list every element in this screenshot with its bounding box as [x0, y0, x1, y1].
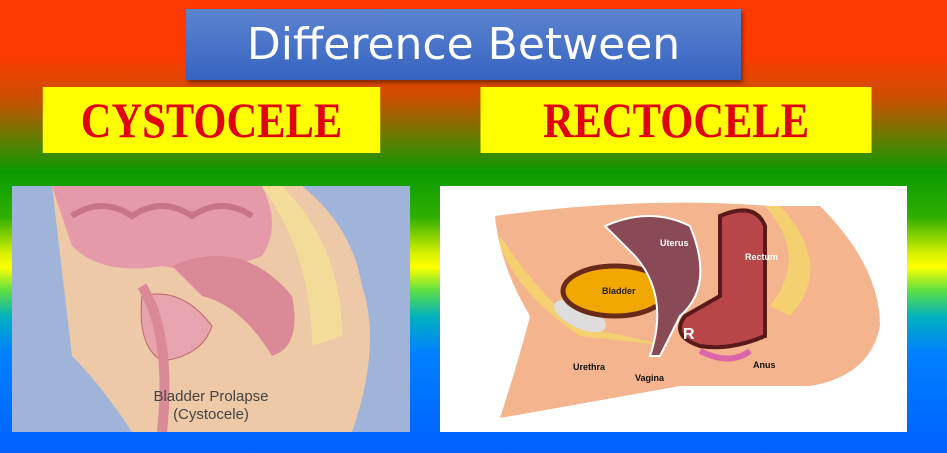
label-bladder: Bladder: [602, 286, 636, 296]
label-r: R: [683, 326, 695, 343]
label-rectum: Rectum: [745, 252, 779, 262]
cystocele-caption-line2: (Cystocele): [173, 406, 249, 423]
rectocele-anatomy-image: [495, 202, 880, 418]
label-anus: Anus: [753, 360, 776, 370]
label-uterus: Uterus: [660, 238, 689, 248]
title-banner: Difference Between: [186, 9, 741, 80]
cystocele-heading: CYSTOCELE: [42, 87, 381, 153]
label-vagina: Vagina: [635, 373, 665, 383]
rectocele-heading: RECTOCELE: [480, 87, 872, 153]
rectocele-illustration: Uterus Rectum Bladder R Urethra Vagina A…: [440, 186, 907, 432]
cystocele-illustration: Bladder Prolapse (Cystocele): [12, 186, 410, 432]
cystocele-anatomy-image: [52, 186, 370, 432]
label-urethra: Urethra: [573, 362, 606, 372]
cystocele-caption-line1: Bladder Prolapse: [153, 388, 269, 405]
